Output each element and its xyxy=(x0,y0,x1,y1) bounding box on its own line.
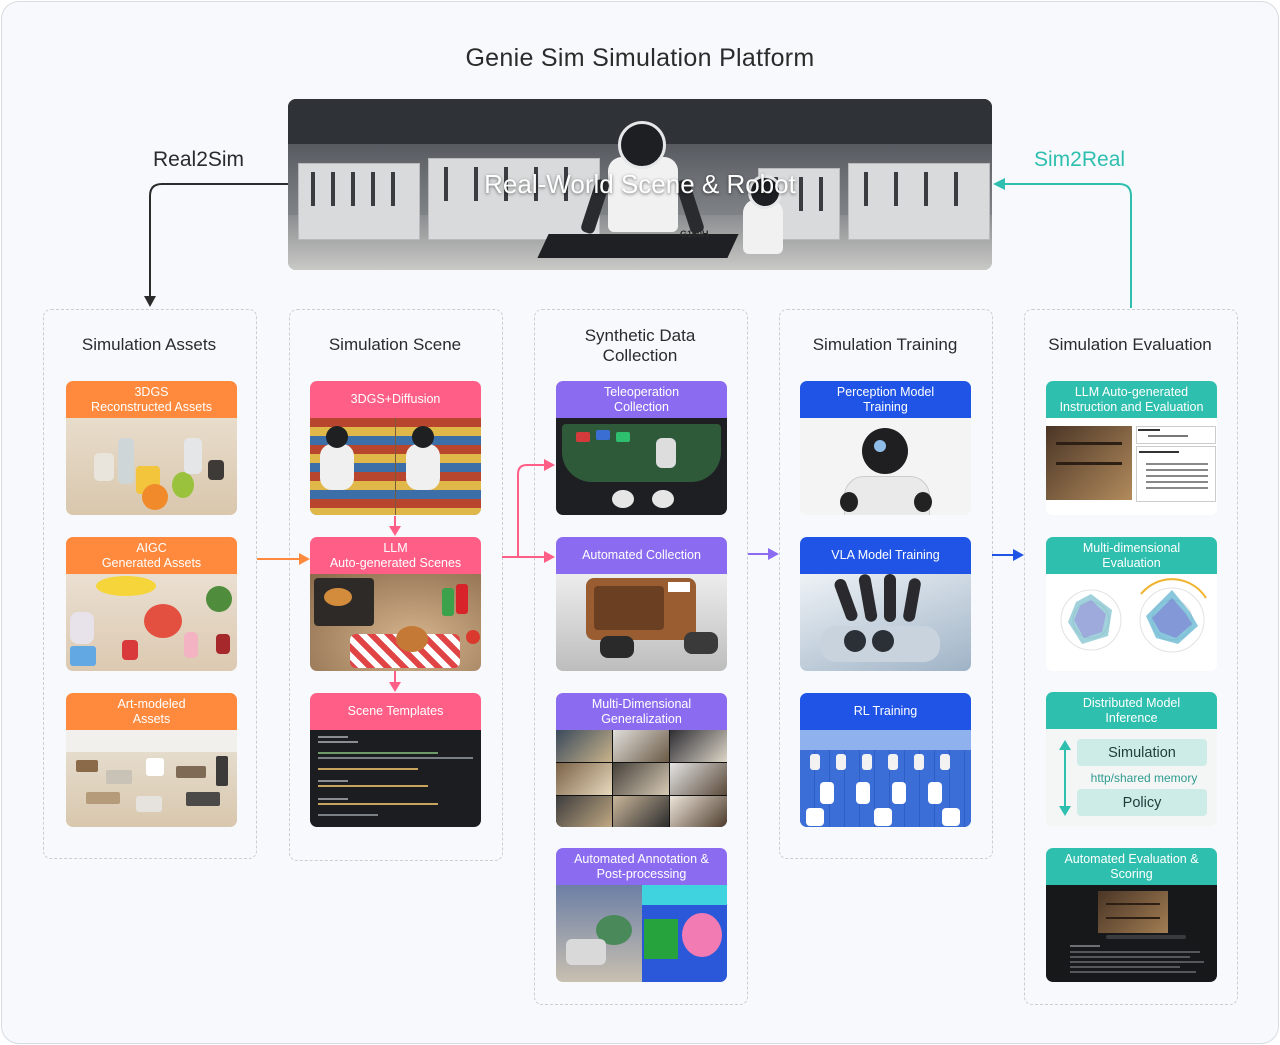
sim2real-label: Sim2Real xyxy=(1034,148,1126,171)
assets-art-modeled-image xyxy=(66,730,237,827)
card-header: Automated Annotation & Post-processing xyxy=(556,848,727,885)
card-header: LLM Auto-generated Scenes xyxy=(310,537,481,574)
scene-to-teleoperation-arrowhead xyxy=(544,459,555,471)
real-world-scene-image: G160H Real-World Scene & Robot xyxy=(288,99,992,270)
column-synthetic-data-collection xyxy=(534,309,748,1005)
card-multi-dimensional-evaluation: Multi-dimensional Evaluation xyxy=(1046,537,1217,671)
column-simulation-evaluation xyxy=(1024,309,1238,1005)
card-header: Multi-dimensional Evaluation xyxy=(1046,537,1217,574)
card-teleoperation-collection: Teleoperation Collection xyxy=(556,381,727,515)
machine-center-left xyxy=(428,158,600,240)
scene-internal-arrowhead-2 xyxy=(389,682,401,692)
real-world-scene-label: Real-World Scene & Robot xyxy=(484,169,796,199)
real2sim-arrowhead xyxy=(144,296,156,307)
machine-left xyxy=(298,163,420,240)
card-header: Scene Templates xyxy=(310,693,481,730)
column-title-training: Simulation Training xyxy=(812,335,958,354)
column-simulation-assets xyxy=(43,309,257,859)
rl-training-image xyxy=(800,730,971,827)
assets-reconstructed-image xyxy=(66,418,237,515)
scene-to-teleoperation-arrow xyxy=(517,464,545,557)
card-header: LLM Auto-generated Instruction and Evalu… xyxy=(1046,381,1217,418)
column-simulation-scene xyxy=(289,309,503,861)
card-header: Automated Collection xyxy=(556,537,727,574)
card-header: Distributed Model Inference xyxy=(1046,692,1217,729)
column-title-evaluation: Simulation Evaluation xyxy=(1048,335,1212,354)
card-header: Art-modeled Assets xyxy=(66,693,237,730)
machine-text: G160H xyxy=(680,229,709,239)
collection-to-training-arrowhead xyxy=(768,548,779,560)
real2sim-arrow xyxy=(149,183,288,298)
sim2real-arrowhead xyxy=(993,178,1005,190)
card-header: 3DGS Reconstructed Assets xyxy=(66,381,237,418)
card-llm-auto-generated-scenes: LLM Auto-generated Scenes xyxy=(310,537,481,671)
training-to-evaluation-arrowhead xyxy=(1013,549,1024,561)
card-header: AIGC Generated Assets xyxy=(66,537,237,574)
card-header: Perception Model Training xyxy=(800,381,971,418)
radar-charts-illustration xyxy=(1060,578,1207,653)
robot-head-second xyxy=(748,175,782,209)
bidirectional-arrow-icon xyxy=(1059,740,1071,816)
vla-hand-image xyxy=(800,574,971,671)
card-scene-templates: Scene Templates xyxy=(310,693,481,827)
card-header: Teleoperation Collection xyxy=(556,381,727,418)
column-title-assets: Simulation Assets xyxy=(81,335,217,354)
scene-to-automated-collection-arrowhead xyxy=(544,551,555,563)
column-title-collection: Synthetic Data Collection xyxy=(584,326,696,365)
inference-protocol-label: http/shared memory xyxy=(1090,771,1198,785)
card-llm-instruction-evaluation: LLM Auto-generated Instruction and Evalu… xyxy=(1046,381,1217,515)
inference-policy-box: Policy xyxy=(1077,789,1207,816)
sim2real-arrow xyxy=(1003,183,1132,308)
card-distributed-model-inference: Distributed Model Inference Simulation h… xyxy=(1046,692,1217,826)
annotation-image xyxy=(556,885,727,982)
robot-head xyxy=(618,121,666,169)
teleoperation-image xyxy=(556,418,727,515)
card-header: RL Training xyxy=(800,693,971,730)
card-automated-collection: Automated Collection xyxy=(556,537,727,671)
scene-3dgs-diffusion-image xyxy=(310,418,481,515)
card-aigc-generated-assets: AIGC Generated Assets xyxy=(66,537,237,671)
card-multi-dimensional-generalization: Multi-Dimensional Generalization xyxy=(556,693,727,827)
robot-body xyxy=(608,157,678,232)
card-rl-training: RL Training xyxy=(800,693,971,827)
column-title-scene: Simulation Scene xyxy=(328,335,462,354)
card-header: 3DGS+Diffusion xyxy=(310,381,481,418)
scene-templates-code-image xyxy=(310,730,481,827)
card-vla-model-training: VLA Model Training xyxy=(800,537,971,671)
generalization-image-grid xyxy=(556,730,727,827)
card-3dgs-reconstructed-assets: 3DGS Reconstructed Assets xyxy=(66,381,237,515)
scene-llm-image xyxy=(310,574,481,671)
card-automated-annotation: Automated Annotation & Post-processing xyxy=(556,848,727,982)
card-perception-model-training: Perception Model Training xyxy=(800,381,971,515)
scene-internal-arrowhead-1 xyxy=(389,526,401,536)
diagram-title: Genie Sim Simulation Platform xyxy=(465,44,815,72)
perception-robot-image xyxy=(800,418,971,515)
card-3dgs-diffusion: 3DGS+Diffusion xyxy=(310,381,481,515)
llm-evaluation-image xyxy=(1046,418,1217,515)
evaluation-scoring-image xyxy=(1046,885,1217,982)
card-header: Automated Evaluation & Scoring xyxy=(1046,848,1217,885)
machine-far-right xyxy=(848,163,990,240)
real2sim-label: Real2Sim xyxy=(153,148,245,171)
assets-aigc-image xyxy=(66,574,237,671)
card-header: VLA Model Training xyxy=(800,537,971,574)
column-simulation-training xyxy=(779,309,993,859)
card-art-modeled-assets: Art-modeled Assets xyxy=(66,693,237,827)
card-automated-evaluation-scoring: Automated Evaluation & Scoring xyxy=(1046,848,1217,982)
automated-collection-image xyxy=(556,574,727,671)
inference-simulation-box: Simulation xyxy=(1077,739,1207,766)
radar-charts-image xyxy=(1046,574,1217,671)
card-header: Multi-Dimensional Generalization xyxy=(556,693,727,730)
assets-to-scene-arrowhead xyxy=(299,553,310,565)
